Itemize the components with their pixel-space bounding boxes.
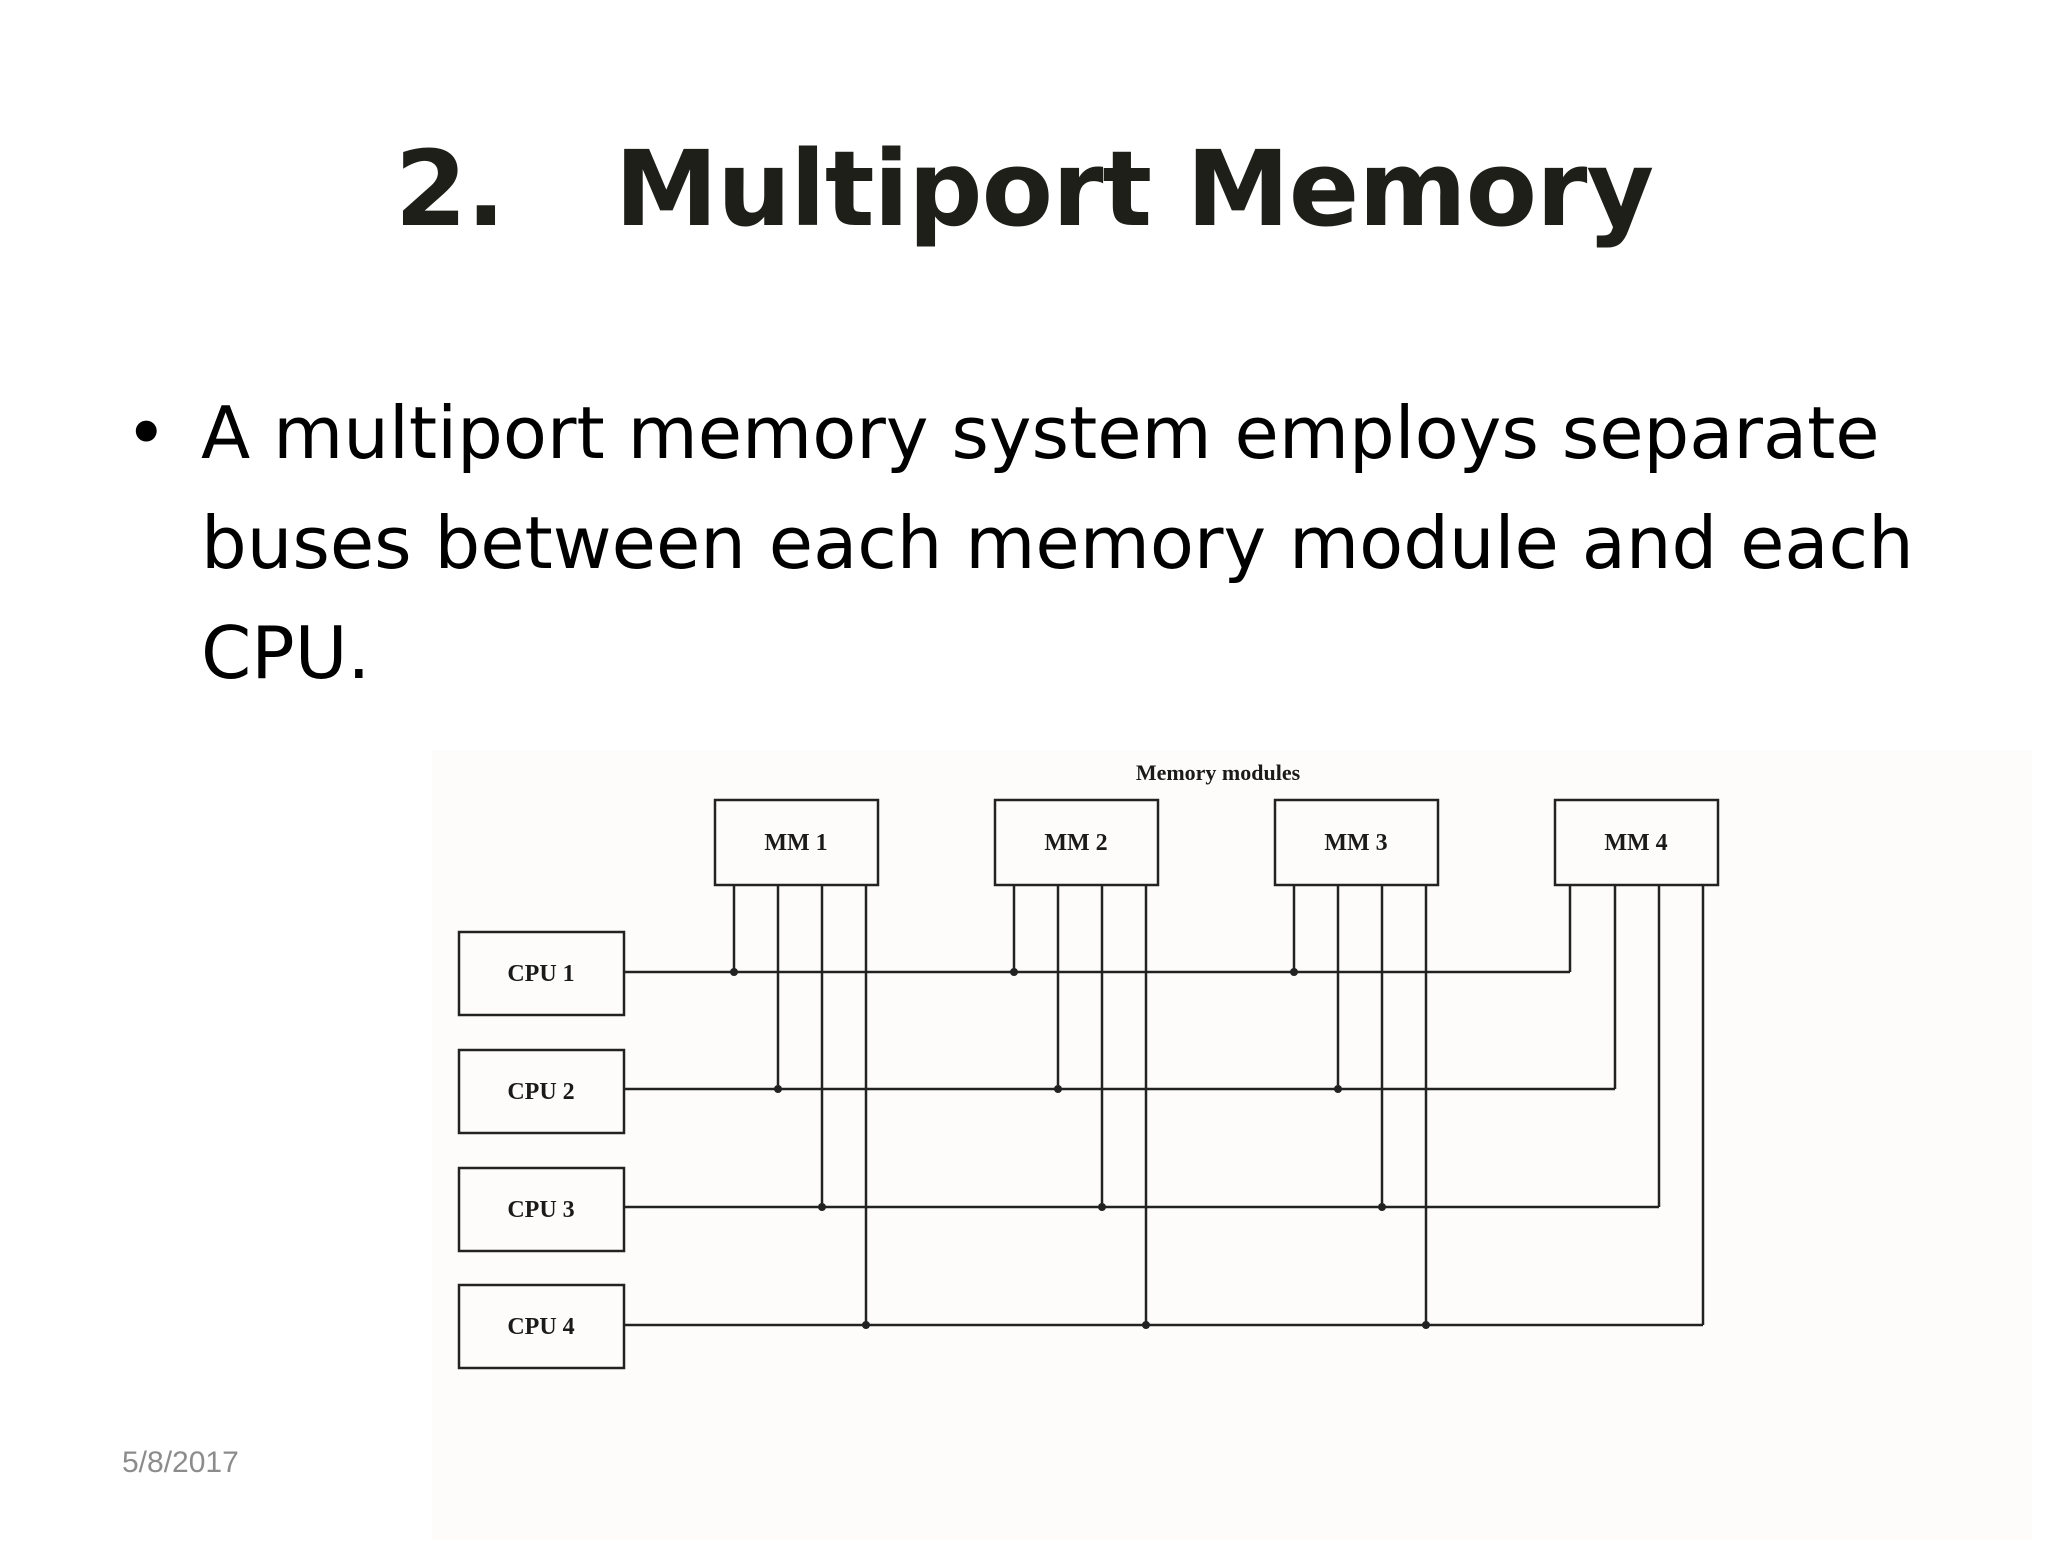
cpu2-label: CPU 2 [507,1079,574,1105]
junction-dot [1378,1203,1386,1211]
mm1-box [713,798,880,887]
cpu4-box [457,1283,626,1370]
slide-date: 5/8/2017 [122,1446,239,1479]
multiport-memory-diagram: Memory modules MM 1 MM 2 MM 3 MM 4 CPU 1… [432,750,2032,1540]
cpu3-box [457,1166,626,1253]
mm2-label: MM 2 [1044,830,1107,856]
cpu2-box [457,1048,626,1135]
cpu4-label: CPU 4 [507,1314,574,1340]
title-text: Multiport Memory [614,128,1655,250]
mm1-label: MM 1 [764,830,827,856]
mm3-label: MM 3 [1324,830,1387,856]
cpu1-box [457,930,626,1017]
junction-dot [1334,1085,1342,1093]
junction-dot [730,968,738,976]
bullet-dot-icon: • [125,391,168,475]
junction-dot [1098,1203,1106,1211]
junction-dot [1142,1321,1150,1329]
junction-dot [818,1203,826,1211]
mm4-box [1553,798,1720,887]
junction-dot [862,1321,870,1329]
slide-title: 2. Multiport Memory [0,128,2048,250]
junction-dot [1010,968,1018,976]
junction-dot [1054,1085,1062,1093]
junction-dot [774,1085,782,1093]
bullet-text: A multiport memory system employs separa… [201,391,1914,695]
mm4-label: MM 4 [1604,830,1667,856]
mm3-box [1273,798,1440,887]
cpu1-label: CPU 1 [507,961,574,987]
title-number: 2. [394,128,506,250]
diagram-svg: Memory modules MM 1 MM 2 MM 3 MM 4 CPU 1… [457,760,1720,1370]
mm2-box [993,798,1160,887]
memory-modules-header: Memory modules [1136,760,1301,785]
junction-dot [1422,1321,1430,1329]
cpu3-label: CPU 3 [507,1197,574,1223]
junction-dot [1290,968,1298,976]
